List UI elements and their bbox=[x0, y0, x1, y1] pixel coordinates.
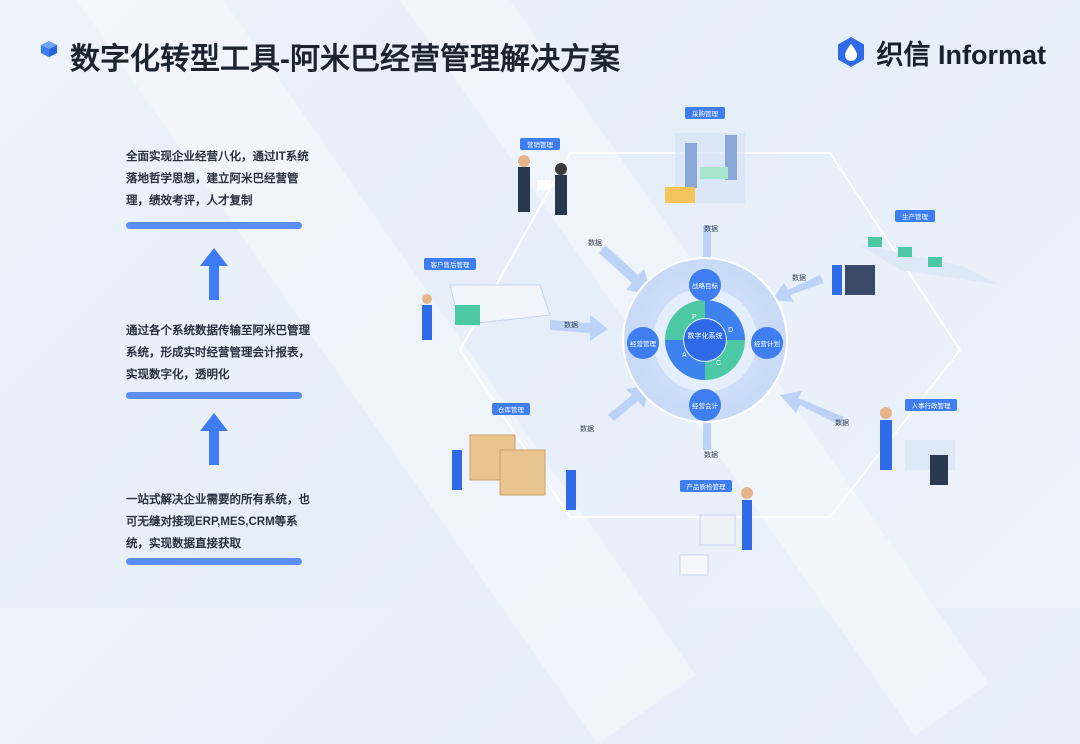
brand-name-cn: 织信 bbox=[876, 39, 931, 70]
step-text-middle: 通过各个系统数据传输至阿米巴管理系统，形成实时经营管理会计报表，实现数字化，透明… bbox=[126, 325, 310, 381]
module-purchase-label: 采购管理 bbox=[692, 109, 719, 118]
pdca-a-letter: A bbox=[682, 352, 687, 359]
module-production: 生产管理 bbox=[832, 210, 1000, 295]
module-production-label: 生产管理 bbox=[902, 212, 929, 221]
flow-label: 数据 bbox=[588, 238, 602, 247]
module-warehouse-label: 仓库管理 bbox=[498, 405, 525, 414]
step-text-top: 全面实现企业经营八化，通过IT系统落地哲学思想，建立阿米巴经营管理，绩效考评，人… bbox=[126, 151, 309, 207]
pdca-p-segment bbox=[665, 300, 705, 340]
informat-logo-icon bbox=[838, 37, 865, 67]
flow-label: 数据 bbox=[580, 424, 594, 433]
core-center-label: 数字化系统 bbox=[688, 331, 723, 340]
page-title: 数字化转型工具-阿米巴经营管理解决方案 bbox=[70, 43, 620, 76]
flow-labels: 数据 数据 数据 数据 数据 数据 数据 bbox=[564, 224, 849, 459]
flow-label: 数据 bbox=[564, 320, 578, 329]
pdca-c-letter: C bbox=[716, 360, 721, 367]
ring-management-label: 经营管理 bbox=[630, 339, 657, 348]
step-bar-middle bbox=[126, 392, 302, 399]
flow-label: 数据 bbox=[704, 450, 718, 459]
module-quality: 产品质检管理 bbox=[679, 480, 753, 576]
flow-label: 数据 bbox=[792, 273, 806, 282]
step-text-bottom: 一站式解决企业需要的所有系统，也可无缝对接现ERP,MES,CRM等系统，实现数… bbox=[126, 494, 310, 550]
pdca-p-letter: P bbox=[692, 314, 697, 321]
amoeba-diagram: 数字化系统 P D C A 战略目标 经营计划 经营会计 经营管理 数据 数据 … bbox=[422, 107, 1000, 576]
flow-label: 数据 bbox=[704, 224, 718, 233]
flow-label: 数据 bbox=[835, 418, 849, 427]
cube-icon bbox=[40, 40, 58, 58]
pdca-d-segment bbox=[705, 300, 745, 340]
pdca-a-segment bbox=[665, 340, 705, 380]
module-warehouse: 仓库管理 bbox=[452, 403, 576, 510]
digital-core: 数字化系统 P D C A 战略目标 经营计划 经营会计 经营管理 bbox=[622, 257, 788, 423]
module-marketing: 营销管理 bbox=[518, 138, 567, 215]
ring-plan-label: 经营计划 bbox=[754, 339, 780, 348]
module-hr-label: 人事行政管理 bbox=[912, 401, 952, 410]
module-hr: 人事行政管理 bbox=[880, 399, 957, 485]
module-customer-label: 客户售后管理 bbox=[431, 260, 471, 269]
module-purchase: 采购管理 bbox=[665, 107, 745, 203]
step-bar-top bbox=[126, 222, 302, 229]
step-bar-bottom bbox=[126, 558, 302, 565]
pdca-d-letter: D bbox=[728, 327, 733, 334]
module-quality-label: 产品质检管理 bbox=[687, 482, 727, 491]
arrow-up-icon bbox=[200, 413, 228, 465]
hexagon-outline bbox=[458, 152, 962, 518]
arrow-up-icon bbox=[200, 248, 228, 300]
module-customer: 客户售后管理 bbox=[422, 258, 551, 340]
ring-accounting-label: 经营会计 bbox=[692, 401, 719, 410]
pdca-c-segment bbox=[705, 340, 745, 380]
brand-name-en: Informat bbox=[938, 39, 1046, 70]
ring-strategy-label: 战略目标 bbox=[692, 281, 719, 290]
brand-logo: 织信 Informat bbox=[836, 34, 1046, 70]
module-marketing-label: 营销管理 bbox=[527, 140, 554, 149]
